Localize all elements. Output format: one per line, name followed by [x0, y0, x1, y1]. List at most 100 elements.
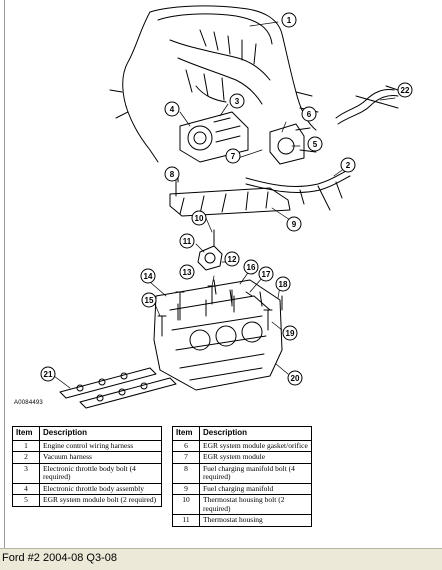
callout-number: 12: [228, 255, 237, 264]
item-number: 9: [172, 482, 200, 495]
item-number: 10: [172, 494, 200, 515]
callout-number: 4: [170, 105, 175, 114]
callout-number: 14: [144, 272, 153, 281]
callout-number: 20: [291, 374, 300, 383]
description-column-header: Description: [199, 426, 312, 441]
callout-number: 3: [235, 97, 240, 106]
figure-id: A0084493: [14, 400, 43, 406]
callout-circle: [275, 276, 291, 292]
item-number: 6: [172, 439, 200, 452]
item-description: Electronic throttle body assembly: [39, 482, 162, 495]
table-header-row: Item Description: [12, 426, 162, 441]
table-header-row: Item Description: [172, 426, 312, 441]
item-number: 7: [172, 451, 200, 464]
callout-circle: [179, 233, 195, 249]
callout-circle: [286, 216, 302, 232]
item-number: 1: [12, 439, 40, 452]
fuel-manifold-drawing: [169, 169, 291, 217]
callout-number: 22: [401, 86, 410, 95]
wiring-harness-drawing: [109, 5, 319, 163]
item-description: Fuel charging manifold: [199, 482, 312, 495]
item-number: 4: [12, 482, 40, 495]
item-column-header: Item: [12, 426, 40, 441]
item-description: Engine control wiring harness: [39, 439, 162, 452]
item-number: 8: [172, 462, 200, 484]
callout-number: 5: [313, 140, 318, 149]
callout-number: 2: [346, 161, 351, 170]
item-description: Thermostat housing bolt (2 required): [199, 494, 312, 515]
item-number: 3: [12, 462, 40, 484]
callout-circle: [282, 325, 298, 341]
document-title-footer: Ford #2 2004-08 Q3-08: [2, 552, 117, 564]
description-column-header: Description: [39, 426, 162, 441]
callout-circle: [164, 166, 180, 182]
callout-circle: [229, 93, 245, 109]
callout-circle: [307, 136, 323, 152]
item-number: 2: [12, 451, 40, 464]
callout-circle: [287, 370, 303, 386]
lower-intake-manifold-drawing: [153, 279, 283, 391]
callout-circle: [164, 101, 180, 117]
item-number: 5: [12, 494, 40, 507]
item-description: Fuel charging manifold bolt (4 required): [199, 462, 312, 484]
callout-number: 8: [170, 170, 175, 179]
callout-number: 17: [262, 270, 271, 279]
callout-circle: [281, 12, 297, 28]
item-description: EGR system module gasket/orifice: [199, 439, 312, 452]
callout-circle: [179, 264, 195, 280]
callout-number: 10: [195, 214, 204, 223]
callout-number: 7: [231, 152, 236, 161]
item-description: EGR system module: [199, 451, 312, 464]
callout-number: 1: [287, 16, 292, 25]
item-description: Thermostat housing: [199, 514, 312, 527]
callout-number: 21: [44, 370, 53, 379]
callout-circle: [397, 82, 413, 98]
item-description: Electronic throttle body bolt (4 require…: [39, 462, 162, 484]
callout-circle: [141, 292, 157, 308]
callout-circle: [340, 157, 356, 173]
throttle-body-drawing: [179, 111, 249, 163]
status-bar: Ford #2 2004-08 Q3-08: [0, 548, 442, 570]
callout-number: 16: [247, 263, 256, 272]
thermostat-housing-drawing: [197, 229, 223, 271]
callout-number: 11: [183, 237, 192, 246]
callout-number: 15: [145, 296, 154, 305]
callout-number: 13: [183, 268, 192, 277]
callout-leaders: [53, 21, 396, 389]
callout-circle: [40, 366, 56, 382]
callout-circle: [301, 106, 317, 122]
item-number: 11: [172, 514, 200, 527]
callout-number: 19: [286, 329, 295, 338]
callout-circle: [225, 148, 241, 164]
item-description: EGR system module bolt (2 required): [39, 494, 162, 507]
callout-circle: [258, 266, 274, 282]
page-left-border: [4, 0, 5, 548]
item-column-header: Item: [172, 426, 200, 441]
vacuum-line-drawing: [335, 85, 405, 125]
callout-number: 9: [292, 220, 297, 229]
callout-circle: [224, 251, 240, 267]
callout-circle: [140, 268, 156, 284]
item-description: Vacuum harness: [39, 451, 162, 464]
callout-number: 18: [279, 280, 288, 289]
callout-number: 6: [307, 110, 312, 119]
bolts-drawing: [157, 285, 283, 337]
callout-circle: [191, 210, 207, 226]
callout-circle: [243, 259, 259, 275]
intake-gaskets-drawing: [59, 367, 177, 409]
